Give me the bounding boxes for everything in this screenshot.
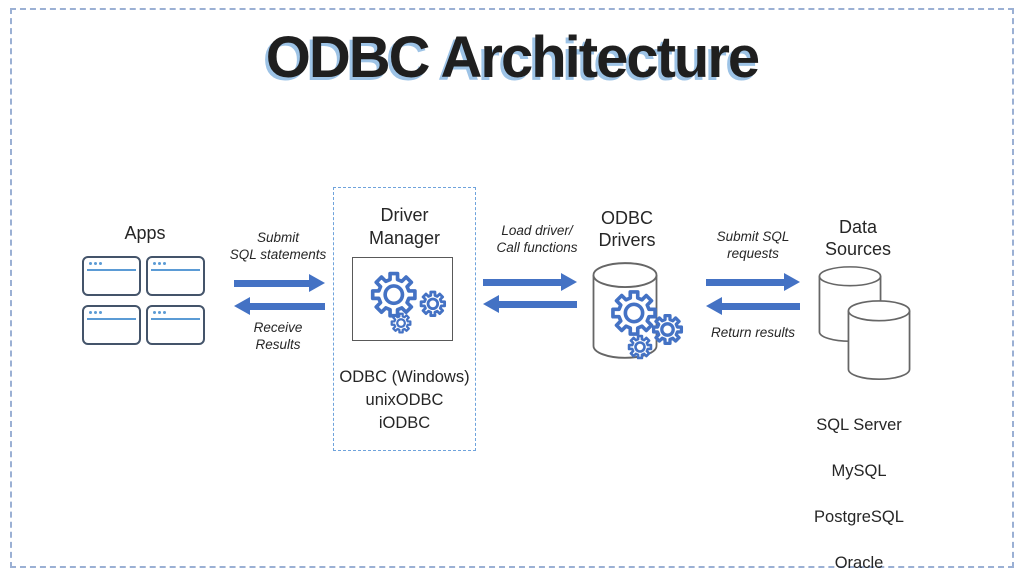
data-sources-label: Data Sources <box>824 217 892 259</box>
app-window-icon <box>82 305 141 345</box>
flow-label-return-results: Return results <box>710 325 796 340</box>
data-source-item: MySQL <box>831 462 887 480</box>
flow-label-receive-results: Receive Results <box>253 320 303 352</box>
arrow-right-icon <box>706 273 800 291</box>
driver-manager-implementations: ODBC (Windows) unixODBC iODBC <box>330 366 479 435</box>
arrow-right-icon <box>483 273 577 291</box>
arrow-right-icon <box>234 274 325 292</box>
odbc-drivers-label: ODBC Drivers <box>598 208 656 250</box>
data-source-item: Oracle <box>834 554 884 572</box>
arrow-left-icon <box>706 297 800 315</box>
flow-label-submit-sql-requests: Submit SQL requests <box>716 229 790 261</box>
apps-icon-grid <box>82 256 205 345</box>
app-window-icon <box>146 305 205 345</box>
driver-manager-box: Driver Manager ODBC (Windows) unixODBC i… <box>333 187 476 451</box>
page-title: ODBC Architecture <box>265 25 760 90</box>
driver-manager-label: Driver Manager <box>368 205 441 248</box>
data-source-item: PostgreSQL <box>814 508 904 526</box>
implementation-item: ODBC (Windows) <box>339 368 470 386</box>
implementation-item: unixODBC <box>365 391 444 409</box>
app-window-icon <box>82 256 141 296</box>
arrow-left-icon <box>483 295 577 313</box>
implementation-item: iODBC <box>378 414 431 432</box>
flow-label-load-driver: Load driver/ Call functions <box>496 223 578 255</box>
app-window-icon <box>146 256 205 296</box>
data-source-item: SQL Server <box>816 416 902 434</box>
arrow-left-icon <box>234 297 325 315</box>
database-gears-icon <box>592 262 684 360</box>
apps-label: Apps <box>124 223 166 243</box>
data-sources-examples: SQL Server MySQL PostgreSQL Oracle <box>806 391 912 576</box>
flow-label-submit-sql-statements: Submit SQL statements <box>229 230 327 262</box>
gears-icon <box>352 257 453 341</box>
databases-icon <box>818 266 911 381</box>
